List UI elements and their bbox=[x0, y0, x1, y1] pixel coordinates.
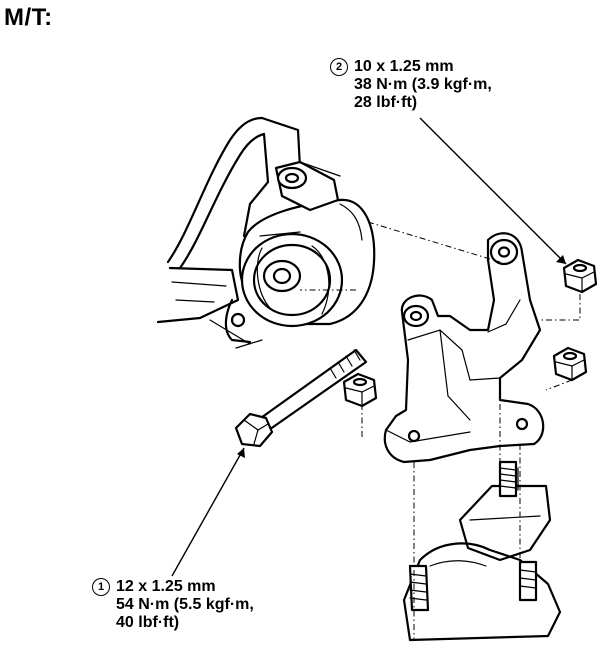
alignment-lines bbox=[300, 221, 581, 640]
leader-line-2 bbox=[419, 117, 567, 265]
callout-1-size: 12 x 1.25 mm bbox=[116, 578, 216, 595]
callout-bolt-1: 1 12 x 1.25 mm 54 N·m (5.5 kgf·m, 40 lbf·… bbox=[92, 578, 254, 632]
nut-2 bbox=[562, 258, 598, 294]
callout-nut-2: 2 10 x 1.25 mm 38 N·m (3.9 kgf·m, 28 lbf·… bbox=[330, 58, 492, 112]
callout-2-torque-cont: 28 lbf·ft) bbox=[354, 94, 418, 111]
mount-housing bbox=[238, 198, 376, 328]
stud-right bbox=[518, 560, 538, 602]
nut-3 bbox=[552, 346, 588, 382]
transmission-bracket bbox=[383, 232, 545, 464]
callout-1-torque: 54 N·m (5.5 kgf·m, bbox=[116, 596, 254, 613]
callout-2-size: 10 x 1.25 mm bbox=[354, 58, 454, 75]
leader-line-1 bbox=[171, 447, 245, 577]
callout-1-torque-cont: 40 lbf·ft) bbox=[116, 614, 180, 631]
diagram-title: M/T: bbox=[4, 4, 53, 31]
callout-number-2: 2 bbox=[330, 58, 348, 76]
upper-bracket bbox=[274, 160, 341, 212]
through-bolt-1 bbox=[234, 348, 368, 448]
callout-2-torque: 38 N·m (3.9 kgf·m, bbox=[354, 76, 492, 93]
stud-left bbox=[408, 564, 430, 612]
nut-4 bbox=[342, 372, 378, 408]
stud-top bbox=[498, 460, 518, 498]
frame-rail bbox=[156, 116, 302, 349]
callout-number-1: 1 bbox=[92, 578, 110, 596]
transmission-case bbox=[402, 467, 562, 642]
